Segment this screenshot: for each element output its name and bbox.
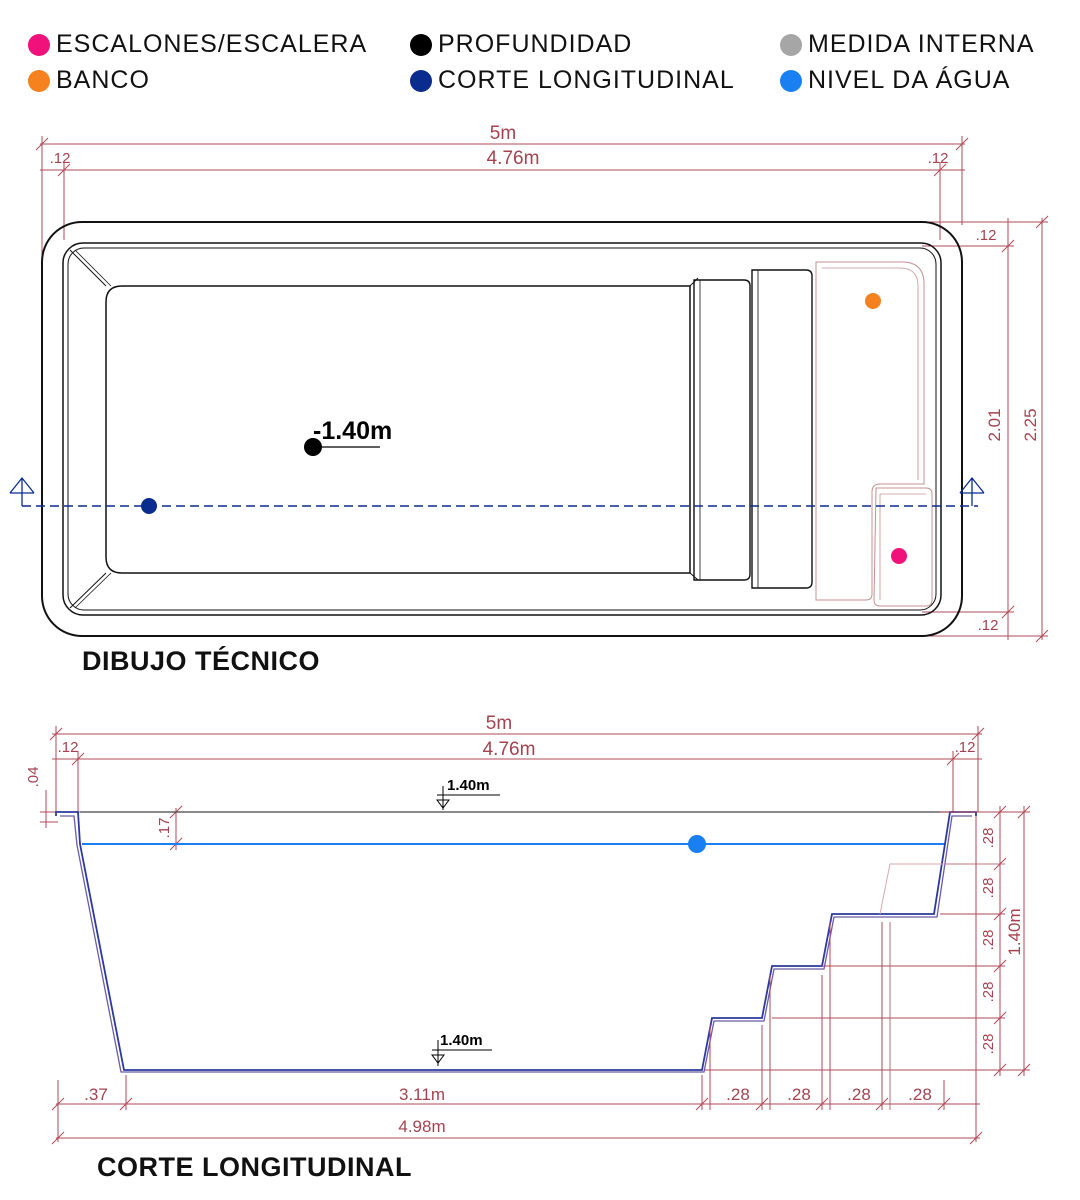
section-depth-dim: 1.40m bbox=[1005, 908, 1024, 955]
section-title: CORTE LONGITUDINAL bbox=[97, 1152, 412, 1182]
plan-total-width: 2.25 bbox=[1021, 408, 1040, 441]
section-view: 5m 4.76m .12 .12 .04 .17 1.40m 1.40m bbox=[25, 713, 1031, 1145]
pool-profile-outer bbox=[55, 811, 977, 1071]
plan-total-length: 5m bbox=[490, 123, 516, 144]
legend-item-water: NIVEL DA ÁGUA bbox=[780, 66, 1010, 95]
step-2 bbox=[751, 269, 813, 589]
level-bottom-label: 1.40m bbox=[440, 1032, 483, 1049]
plan-wall-left: .12 bbox=[50, 150, 71, 167]
section-arrow-right bbox=[959, 476, 985, 506]
bottom-dim-3: .28 bbox=[726, 1085, 750, 1104]
step-height-4: .28 bbox=[980, 982, 997, 1003]
legend-item-section: CORTE LONGITUDINAL bbox=[410, 66, 735, 95]
step-1 bbox=[693, 279, 751, 581]
section-rim-dim: .04 bbox=[25, 767, 42, 788]
legend-item-bench: BANCO bbox=[28, 66, 150, 95]
legend: ESCALONES/ESCALERA PROFUNDIDAD MEDIDA IN… bbox=[0, 26, 1080, 106]
step-height-5: .28 bbox=[980, 1034, 997, 1055]
legend-label: BANCO bbox=[56, 66, 150, 94]
level-top-label: 1.40m bbox=[447, 777, 490, 794]
level-marker-bottom: 1.40m bbox=[431, 1032, 492, 1066]
plan-wall-right: .12 bbox=[928, 150, 949, 167]
step-height-3: .28 bbox=[980, 930, 997, 951]
plan-inner-width: 2.01 bbox=[985, 408, 1004, 441]
steps-marker-dot bbox=[891, 548, 907, 564]
step-height-2: .28 bbox=[980, 878, 997, 899]
pool-inner-wall bbox=[62, 242, 942, 616]
section-color-dot bbox=[410, 69, 432, 92]
pool-outer-rim bbox=[41, 221, 963, 637]
depth-color-dot bbox=[410, 33, 432, 56]
section-arrow-left bbox=[9, 476, 35, 506]
bottom-dim-4: .28 bbox=[787, 1085, 811, 1104]
legend-label: ESCALONES/ESCALERA bbox=[56, 30, 368, 58]
plan-wall-top: .12 bbox=[976, 227, 997, 244]
level-marker-top: 1.40m bbox=[436, 777, 500, 810]
depth-label: -1.40m bbox=[313, 417, 392, 445]
legend-label: CORTE LONGITUDINAL bbox=[438, 66, 735, 94]
section-marker-dot bbox=[141, 498, 157, 514]
plan-wall-bottom: .12 bbox=[978, 617, 999, 634]
pool-inner-wall-edge bbox=[67, 247, 937, 611]
bench-outline bbox=[815, 261, 925, 601]
water-gap-dim: .17 bbox=[156, 818, 173, 839]
internal-color-dot bbox=[780, 33, 802, 56]
water-level-dot bbox=[688, 835, 706, 853]
section-inner-length: 4.76m bbox=[483, 739, 536, 760]
depth-marker-dot bbox=[304, 438, 322, 456]
bottom-dim-1: .37 bbox=[84, 1085, 108, 1104]
legend-label: PROFUNDIDAD bbox=[438, 30, 633, 58]
bottom-dim-5: .28 bbox=[847, 1085, 871, 1104]
bottom-dim-2: 3.11m bbox=[399, 1085, 445, 1104]
section-wall-left: .12 bbox=[58, 739, 79, 756]
section-total-length: 5m bbox=[486, 713, 512, 734]
legend-item-internal: MEDIDA INTERNA bbox=[780, 30, 1035, 59]
section-total-bottom: 4.98m bbox=[398, 1117, 445, 1136]
legend-item-steps: ESCALONES/ESCALERA bbox=[28, 30, 367, 59]
bench-marker-dot bbox=[865, 293, 881, 309]
plan-view: 5m 4.76m .12 .12 .12 .12 2.01 2.25 bbox=[9, 123, 1049, 643]
bottom-dim-6: .28 bbox=[908, 1085, 932, 1104]
water-color-dot bbox=[780, 69, 802, 92]
section-wall-right: .12 bbox=[955, 739, 976, 756]
plan-inner-length: 4.76m bbox=[487, 148, 540, 169]
pool-profile-inner bbox=[60, 815, 972, 1073]
pool-floor bbox=[105, 285, 691, 574]
legend-label: MEDIDA INTERNA bbox=[808, 30, 1035, 58]
step-height-1: .28 bbox=[980, 828, 997, 849]
plan-title: DIBUJO TÉCNICO bbox=[82, 646, 321, 676]
legend-item-depth: PROFUNDIDAD bbox=[410, 30, 632, 59]
legend-label: NIVEL DA ÁGUA bbox=[808, 66, 1011, 94]
stair-outline bbox=[873, 487, 933, 607]
steps-color-dot bbox=[28, 33, 50, 56]
bench-color-dot bbox=[28, 69, 50, 92]
